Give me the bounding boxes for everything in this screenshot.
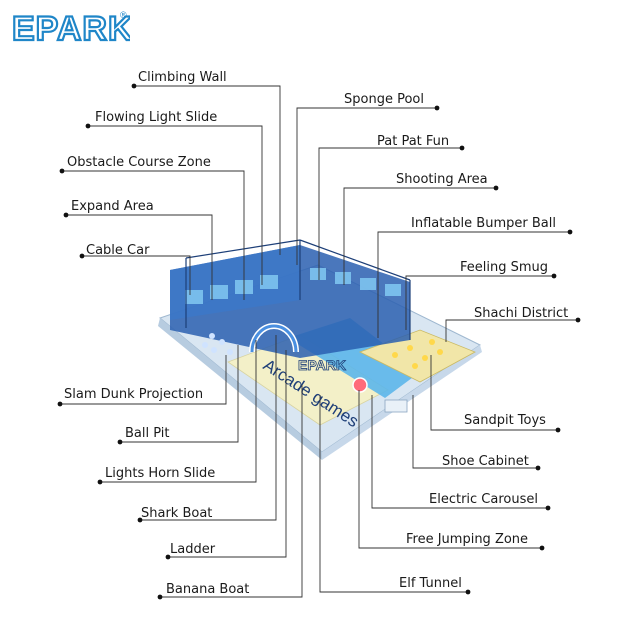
label-climbing-wall: Climbing Wall bbox=[138, 70, 227, 85]
label-obstacle-course-zone: Obstacle Course Zone bbox=[67, 155, 211, 170]
label-sandpit-toys: Sandpit Toys bbox=[464, 413, 546, 428]
label-banana-boat: Banana Boat bbox=[166, 582, 249, 597]
label-shooting-area: Shooting Area bbox=[396, 172, 488, 187]
label-feeling-smug: Feeling Smug bbox=[460, 260, 548, 275]
label-shachi-district: Shachi District bbox=[474, 306, 568, 321]
label-ball-pit: Ball Pit bbox=[125, 426, 170, 441]
label-electric-carousel: Electric Carousel bbox=[429, 492, 538, 507]
label-elf-tunnel: Elf Tunnel bbox=[399, 576, 462, 591]
label-free-jumping-zone: Free Jumping Zone bbox=[406, 532, 528, 547]
label-sponge-pool: Sponge Pool bbox=[344, 92, 424, 107]
label-shark-boat: Shark Boat bbox=[141, 506, 212, 521]
label-flowing-light-slide: Flowing Light Slide bbox=[95, 110, 217, 125]
label-shoe-cabinet: Shoe Cabinet bbox=[442, 454, 529, 469]
label-cable-car: Cable Car bbox=[86, 243, 150, 258]
label-inflatable-bumper-ball: Inflatable Bumper Ball bbox=[411, 216, 556, 231]
floor-text-logo: EPARK bbox=[298, 357, 346, 373]
label-expand-area: Expand Area bbox=[71, 199, 154, 214]
label-ladder: Ladder bbox=[170, 542, 216, 557]
label-slam-dunk-projection: Slam Dunk Projection bbox=[64, 387, 203, 402]
label-pat-pat-fun: Pat Pat Fun bbox=[377, 134, 449, 149]
label-lights-horn-slide: Lights Horn Slide bbox=[105, 466, 215, 481]
